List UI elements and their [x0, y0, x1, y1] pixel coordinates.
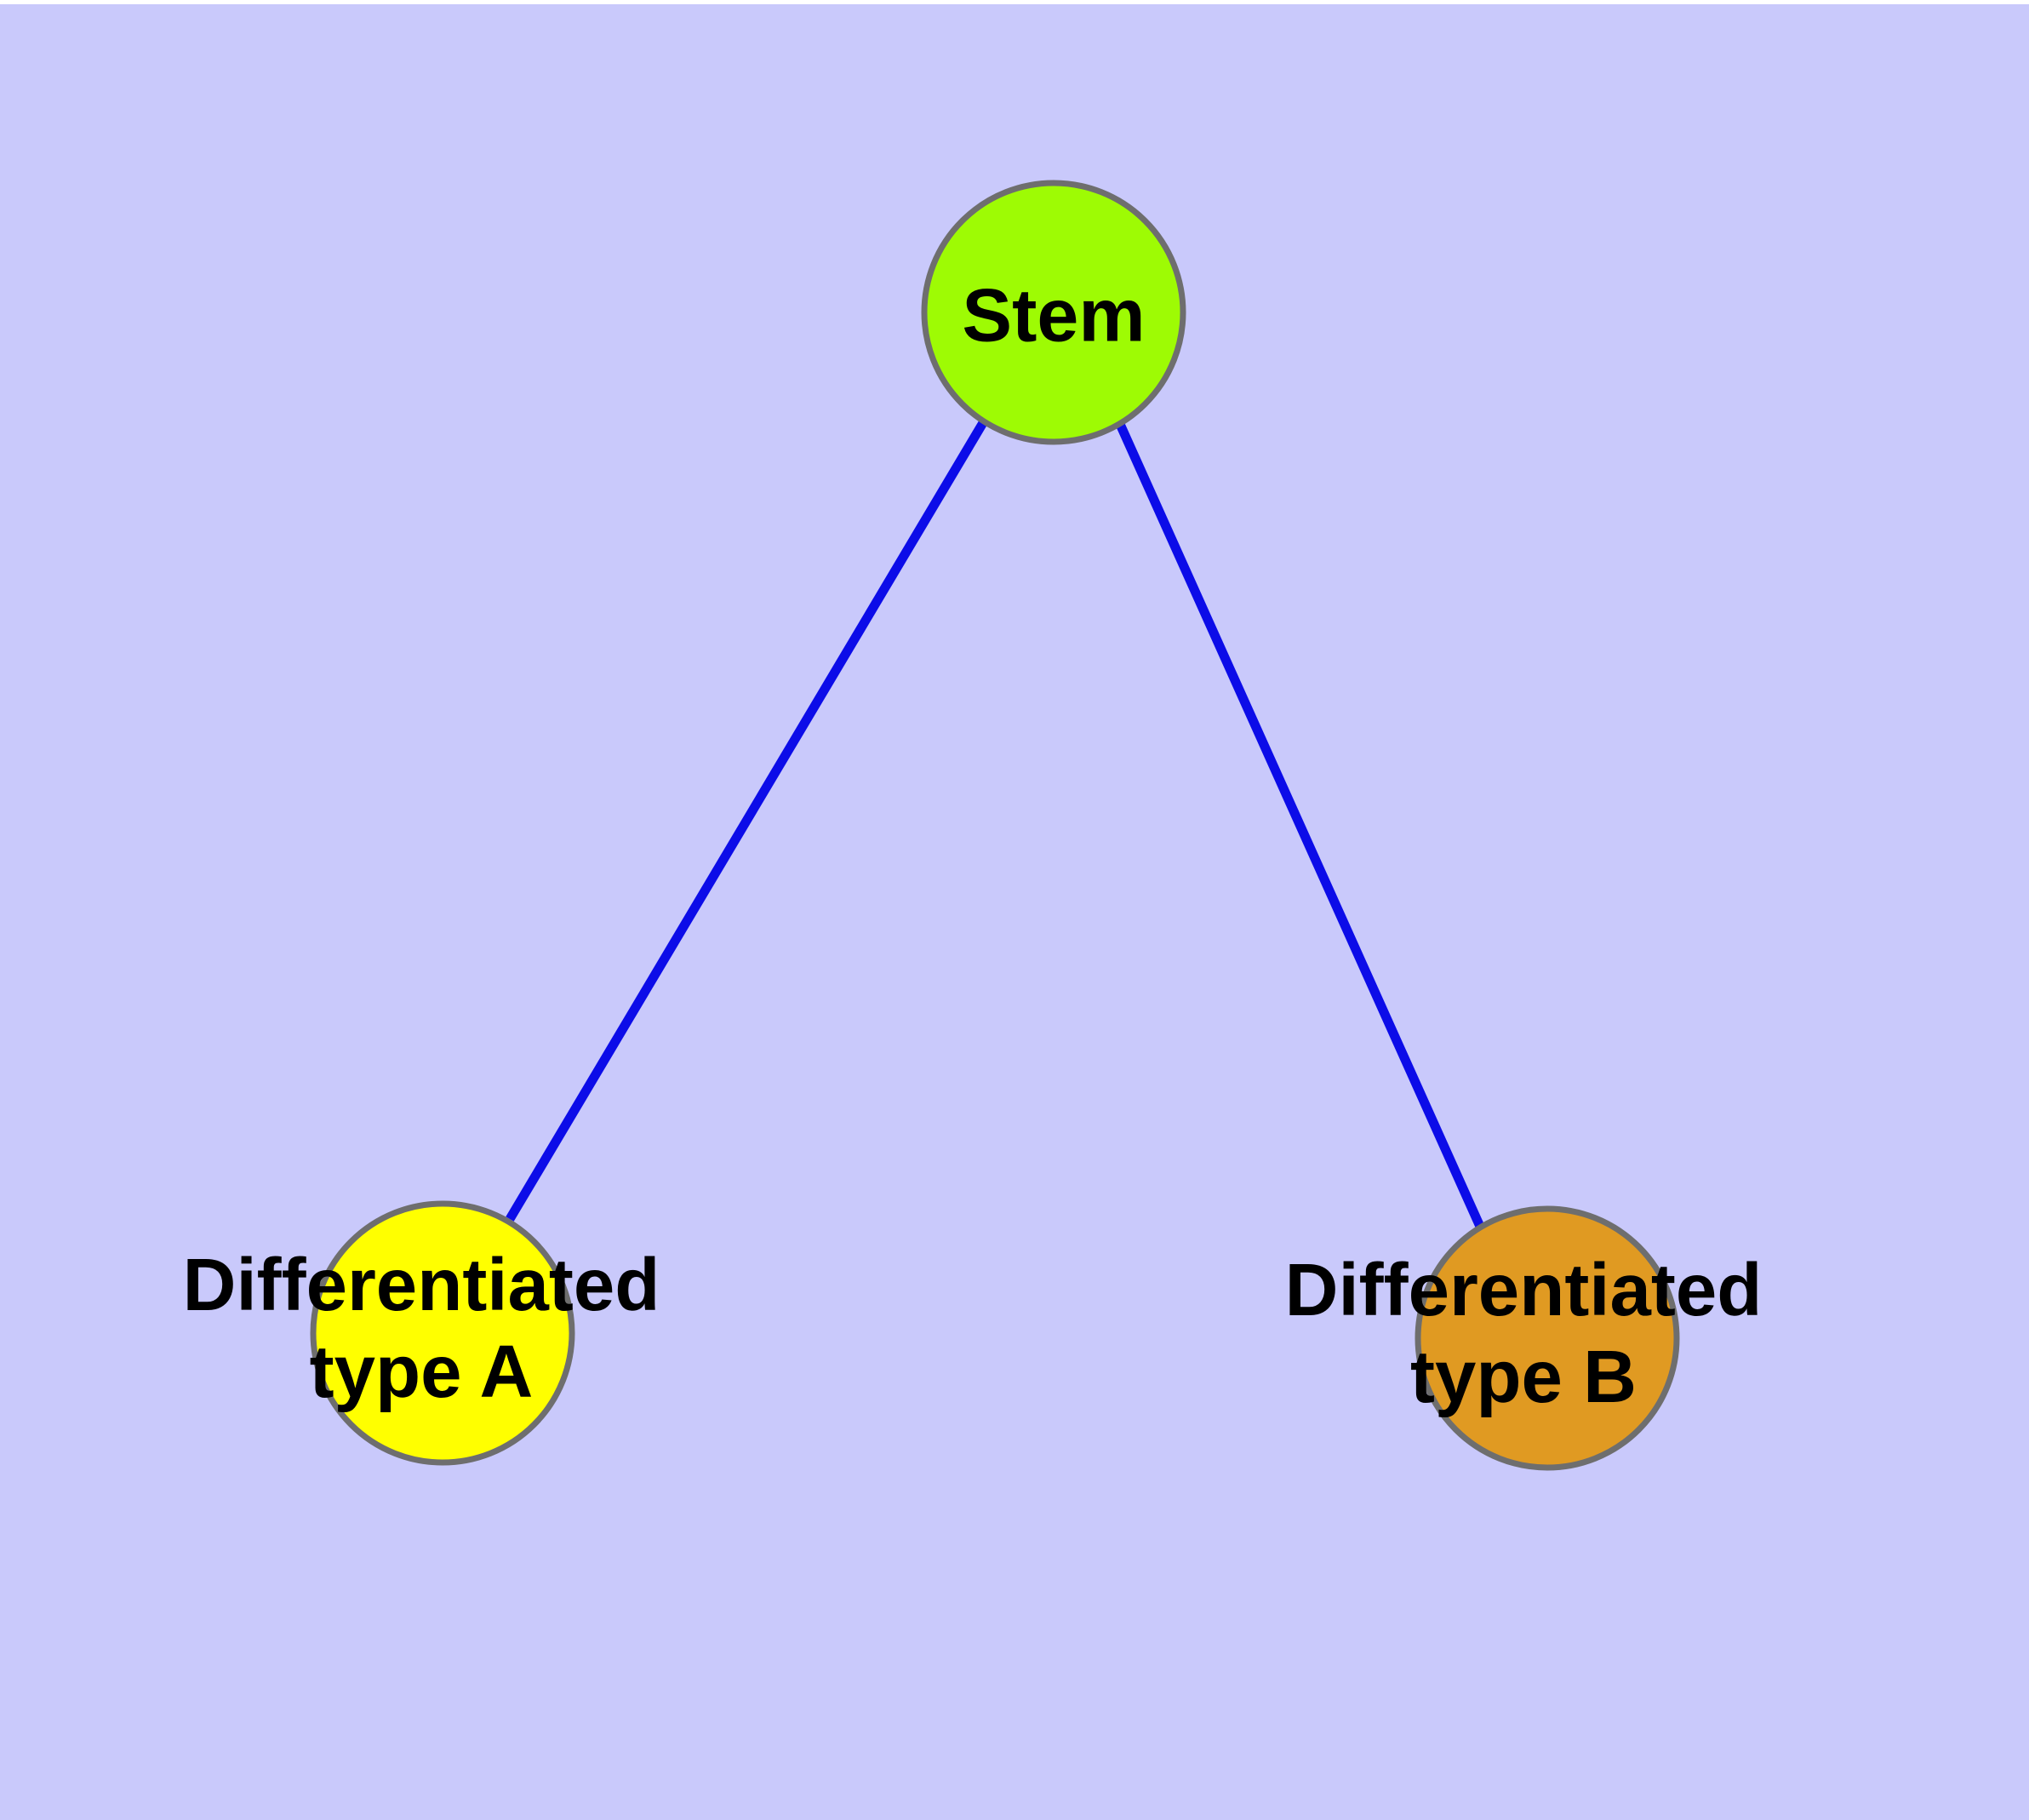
- node-stem[interactable]: Stem: [921, 180, 1186, 445]
- node-layer: Stem Differentiated type A Differentiate…: [183, 180, 1763, 1471]
- edge-stem-to-diff-b: [1114, 420, 1486, 1231]
- node-diff-a-label-line2: type A: [310, 1331, 534, 1413]
- node-diff-b-circle[interactable]: [1415, 1205, 1680, 1471]
- edge-stem-to-diff-a: [506, 419, 988, 1222]
- edge-layer: [506, 419, 1486, 1231]
- node-diff-a-label: Differentiated: [183, 1244, 660, 1326]
- node-diff-b[interactable]: Differentiated type B: [1285, 1205, 1763, 1471]
- graph-svg: Stem Differentiated type A Differentiate…: [183, 180, 1763, 1471]
- node-diff-b-label: Differentiated: [1285, 1249, 1763, 1331]
- node-stem-label: Stem: [962, 272, 1145, 357]
- node-diff-a-circle[interactable]: [310, 1200, 575, 1466]
- diagram-plot-area: Stem Differentiated type A Differentiate…: [0, 4, 2029, 1820]
- node-stem-circle[interactable]: [921, 180, 1186, 445]
- node-diff-a[interactable]: Differentiated type A: [183, 1200, 660, 1466]
- node-diff-b-label-line2: type B: [1410, 1336, 1637, 1418]
